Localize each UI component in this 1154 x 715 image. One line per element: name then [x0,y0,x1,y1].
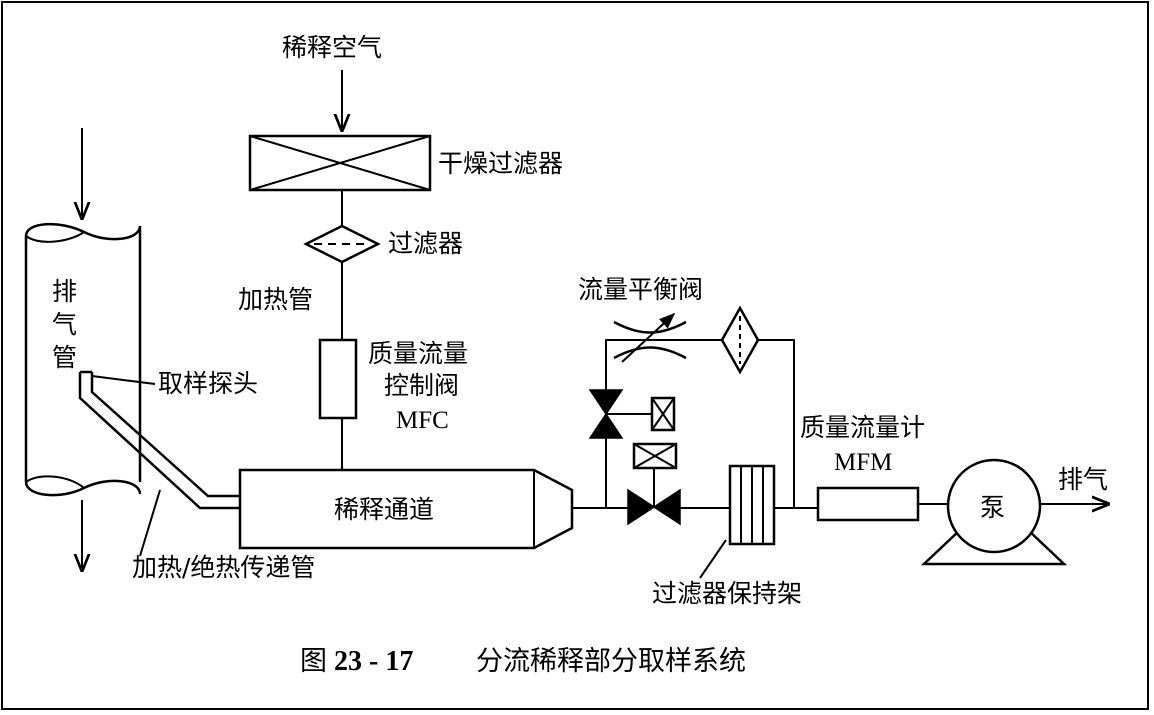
dilution-tunnel [238,468,574,550]
heated-pipe-label: 加热管 [238,285,313,314]
flow-balance-valve [613,312,687,363]
transfer-tube-leader [139,489,161,557]
transfer-tube-label: 加热/绝热传递管 [132,553,315,582]
dry-filter [248,134,432,192]
sampling-probe-label: 取样探头 [158,369,258,398]
filter-holder-leader [699,539,727,579]
sampling-probe [78,370,240,510]
caption-number: 23 - 17 [334,646,413,677]
exhaust-pipe [24,128,142,570]
dilution-tunnel-label: 稀释通道 [334,495,434,524]
mfm-label-line2: MFM [834,449,892,476]
mfm-label-line1: 质量流量计 [800,413,925,442]
mfc-label-line3: MFC [396,407,449,434]
dilution-air-label: 稀释空气 [282,33,382,62]
pump-label: 泵 [980,493,1005,522]
caption-title: 分流稀释部分取样系统 [476,646,746,677]
caption-prefix: 图 [300,646,327,677]
filter-holder-label: 过滤器保持架 [652,579,802,608]
flow-balance-valve-label: 流量平衡阀 [578,275,703,304]
exhaust-pipe-label-2: 气 [52,310,77,339]
exhaust-pipe-label-1: 排 [52,277,77,306]
mfc-label-line2: 控制阀 [384,371,459,400]
exhaust-out-label: 排气 [1058,465,1108,494]
pump [920,458,1068,566]
filter [303,224,381,264]
mfc-label-line1: 质量流量 [368,339,468,368]
bypass-solenoid-valve [588,389,676,439]
mass-flow-meter [816,486,920,522]
dry-filter-label: 干燥过滤器 [438,149,563,178]
filter-holder [728,464,776,546]
bypass-diamond-element [720,305,760,375]
mass-flow-controller [318,338,358,420]
filter-label: 过滤器 [388,229,463,258]
exhaust-pipe-label-3: 管 [52,343,77,372]
main-solenoid-valve [627,442,681,526]
